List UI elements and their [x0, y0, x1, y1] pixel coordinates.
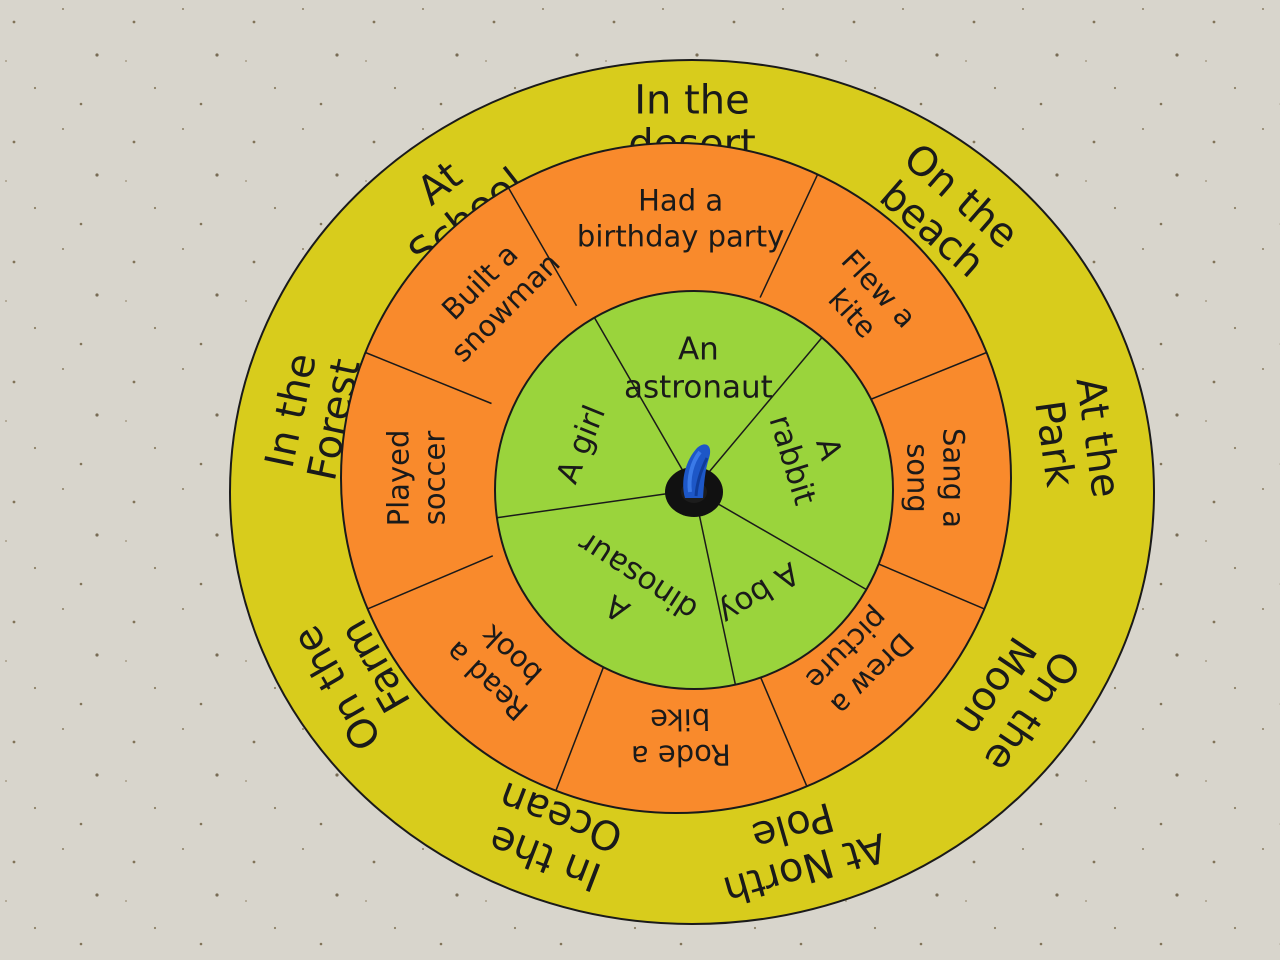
middle-label-6-line-1: soccer	[418, 431, 452, 526]
middle-label-4-line-0: Rode a	[631, 738, 731, 774]
middle-label-6: Playedsoccer	[382, 430, 452, 527]
inner-divider-0	[593, 317, 683, 470]
middle-divider-4	[753, 660, 808, 787]
middle-ring-dividers	[365, 174, 987, 791]
inner-divider-4	[496, 492, 671, 519]
inner-disc-dividers	[496, 317, 867, 685]
middle-divider-6	[367, 555, 494, 610]
middle-divider-1	[759, 174, 819, 298]
outer-label-0-line-0: In the	[634, 77, 750, 123]
middle-label-4-line-1: bike	[650, 702, 711, 737]
outer-label-5: In theOcean	[477, 772, 629, 902]
middle-divider-0	[507, 187, 578, 307]
middle-label-6-line-0: Played	[382, 430, 416, 527]
middle-label-0-line-1: birthday party	[577, 220, 784, 254]
pipe-cleaner-spinner-icon[interactable]	[665, 444, 723, 517]
middle-label-4: Rode abike	[630, 702, 731, 774]
middle-divider-5	[555, 663, 606, 791]
inner-divider-3	[698, 513, 737, 685]
inner-label-0-line-1: astronaut	[624, 369, 773, 405]
inner-divider-1	[708, 337, 823, 473]
middle-divider-7	[365, 351, 492, 405]
inner-divider-2	[714, 501, 867, 591]
middle-divider-2	[860, 351, 987, 405]
middle-label-0-line-0: Had a	[638, 184, 723, 218]
middle-label-2-line-1: song	[900, 443, 934, 513]
middle-label-2: Sang asong	[900, 428, 970, 528]
middle-divider-3	[858, 555, 985, 610]
inner-label-0-line-0: An	[678, 331, 719, 367]
middle-label-2-line-0: Sang a	[936, 428, 970, 528]
